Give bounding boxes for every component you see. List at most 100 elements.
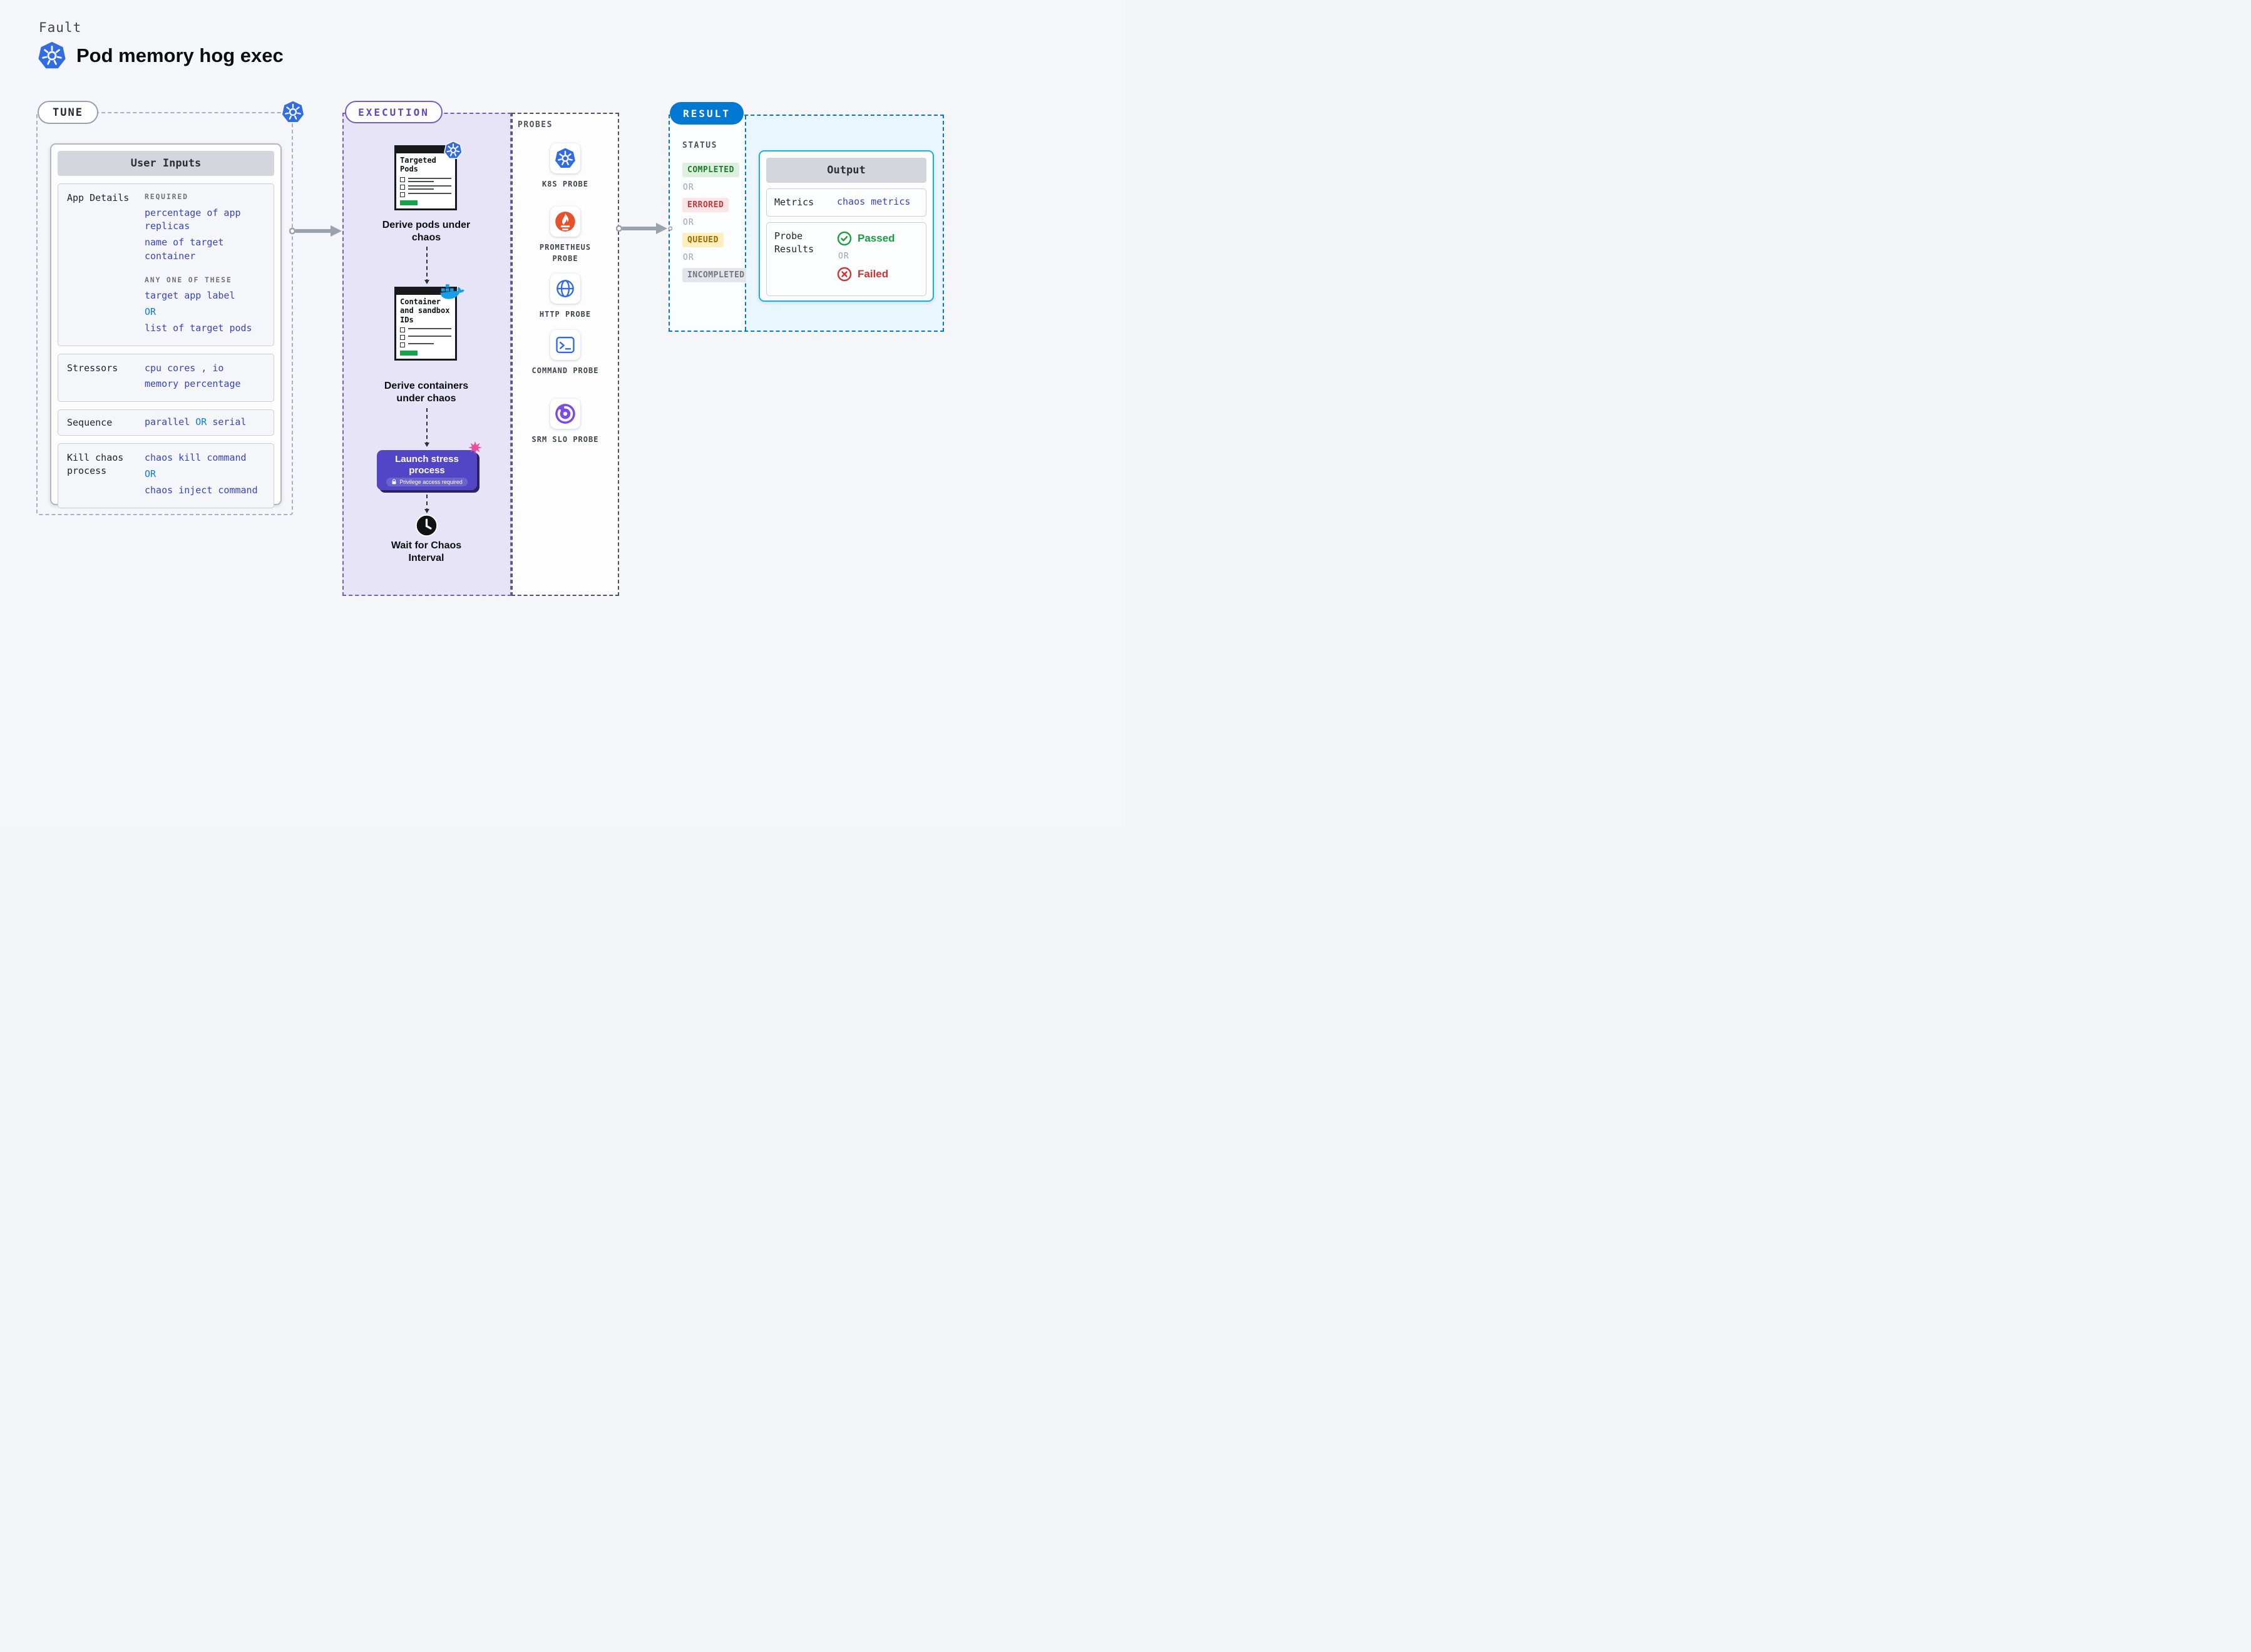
lock-icon — [392, 479, 396, 485]
probe-command: COMMAND PROBE — [511, 330, 619, 376]
kubernetes-icon — [444, 141, 463, 159]
status-column: STATUS COMPLETED OR ERRORED OR QUEUED OR… — [670, 116, 750, 331]
app-details-row: App Details REQUIRED percentage of app r… — [58, 183, 274, 346]
probe-label: HTTP PROBE — [539, 310, 592, 319]
probe-k8s: K8S PROBE — [511, 143, 619, 190]
checklist-row — [396, 332, 455, 341]
kubernetes-icon — [550, 143, 580, 173]
probe-prometheus: PROMETHEUS PROBE — [511, 207, 619, 264]
launch-stress-process-button: Launch stress process Privilege access r… — [377, 450, 477, 490]
option-item: list of target pods — [145, 322, 252, 334]
probe-results-label: Probe Results — [774, 230, 814, 255]
execution-pill: EXECUTION — [345, 101, 443, 123]
result-pill: RESULT — [670, 102, 744, 125]
x-circle-icon — [837, 267, 852, 282]
tune-pill: TUNE — [38, 101, 98, 124]
stressor-item: memory percentage — [145, 378, 241, 390]
kill-option: chaos inject command — [145, 484, 258, 496]
check-circle-icon — [837, 231, 852, 246]
failed-label: Failed — [858, 268, 889, 280]
metrics-value: chaos metrics — [837, 196, 911, 207]
dashed-connector-arrow — [424, 408, 429, 447]
sequence-values: parallel OR serial — [145, 416, 274, 429]
checklist-row — [396, 340, 455, 348]
kill-chaos-label: Kill chaos process — [67, 452, 124, 477]
metrics-label: Metrics — [774, 197, 814, 208]
globe-icon — [550, 274, 580, 304]
option-item: target app label — [145, 290, 235, 302]
probe-label: PROMETHEUS PROBE — [539, 243, 592, 263]
probe-http: HTTP PROBE — [511, 274, 619, 320]
terminal-icon — [550, 330, 580, 360]
kill-chaos-row: Kill chaos process chaos kill command OR… — [58, 443, 274, 509]
kubernetes-icon — [38, 41, 66, 69]
failed-line: Failed — [837, 267, 895, 282]
passed-line: Passed — [837, 231, 895, 246]
prometheus-icon — [550, 207, 580, 237]
stressors-values: cpu cores , io memory percentage — [145, 354, 274, 402]
probe-label: SRM SLO PROBE — [531, 435, 599, 444]
checkbox-icon — [400, 327, 405, 333]
status-badge-incompleted: INCOMPLETED — [682, 268, 750, 282]
or-separator: OR — [195, 416, 207, 428]
probe-label: K8S PROBE — [541, 180, 589, 188]
dashed-connector-arrow — [424, 495, 429, 513]
probe-results-values: Passed OR Failed — [837, 230, 895, 289]
probe-results-row: Probe Results Passed OR — [766, 222, 926, 296]
checklist-row — [396, 175, 455, 182]
donut-gauge-icon — [550, 399, 580, 429]
status-badge-queued: QUEUED — [682, 233, 724, 247]
privilege-badge-label: Privilege access required — [399, 478, 463, 485]
window-title: Container and sandbox IDs — [400, 297, 450, 324]
status-badge-completed: COMPLETED — [682, 163, 739, 177]
flow-arrow-execution-to-result — [616, 223, 672, 234]
checklist-row — [396, 325, 455, 333]
user-inputs-header: User Inputs — [58, 151, 274, 176]
output-header: Output — [766, 158, 926, 183]
burst-icon — [468, 441, 482, 454]
metrics-row: Metrics chaos metrics — [766, 188, 926, 217]
output-area: Output Metrics chaos metrics Probe Resul… — [746, 116, 943, 331]
tune-section: User Inputs App Details REQUIRED percent… — [36, 112, 293, 515]
checkbox-icon — [400, 177, 405, 182]
sequence-option: serial — [212, 416, 247, 428]
passed-label: Passed — [858, 232, 895, 244]
step-caption: Derive containers under chaos — [384, 381, 469, 404]
flow-arrow-tune-to-execution — [289, 225, 342, 237]
or-separator: OR — [145, 306, 156, 318]
window-title: Targeted Pods — [400, 156, 436, 174]
targeted-pods-window: Targeted Pods — [394, 141, 463, 210]
page-title: Pod memory hog exec — [76, 44, 284, 66]
checkbox-icon — [400, 184, 405, 190]
or-separator: OR — [683, 253, 694, 262]
docker-icon — [440, 284, 464, 299]
step-caption: Wait for Chaos Interval — [391, 540, 462, 563]
status-heading: STATUS — [682, 141, 717, 150]
required-item: percentage of app replicas — [145, 207, 241, 232]
or-separator: OR — [838, 252, 849, 261]
fault-kicker: Fault — [39, 20, 82, 35]
kill-chaos-values: chaos kill command OR chaos inject comma… — [145, 444, 274, 508]
step-caption: Derive pods under chaos — [382, 220, 471, 243]
or-separator: OR — [683, 218, 694, 227]
page-title-row: Pod memory hog exec — [38, 41, 284, 70]
probe-label: COMMAND PROBE — [531, 366, 599, 375]
status-badge-errored: ERRORED — [682, 198, 729, 212]
container-ids-window: Container and sandbox IDs — [394, 284, 464, 361]
probes-heading: PROBES — [518, 120, 553, 130]
progress-bar — [400, 200, 418, 205]
checklist-row — [396, 190, 455, 197]
required-item: name of target container — [145, 237, 224, 262]
user-inputs-panel: User Inputs App Details REQUIRED percent… — [50, 143, 282, 509]
checkbox-icon — [400, 192, 405, 197]
checkbox-icon — [400, 335, 405, 341]
any-one-heading: ANY ONE OF THESE — [145, 275, 232, 284]
progress-bar — [400, 351, 418, 356]
stressors-label: Stressors — [67, 362, 118, 374]
checklist-row — [396, 182, 455, 190]
sequence-option: parallel — [145, 416, 190, 428]
or-separator: OR — [145, 468, 156, 480]
dashed-connector-arrow — [424, 247, 429, 284]
output-panel: Output Metrics chaos metrics Probe Resul… — [759, 150, 934, 302]
